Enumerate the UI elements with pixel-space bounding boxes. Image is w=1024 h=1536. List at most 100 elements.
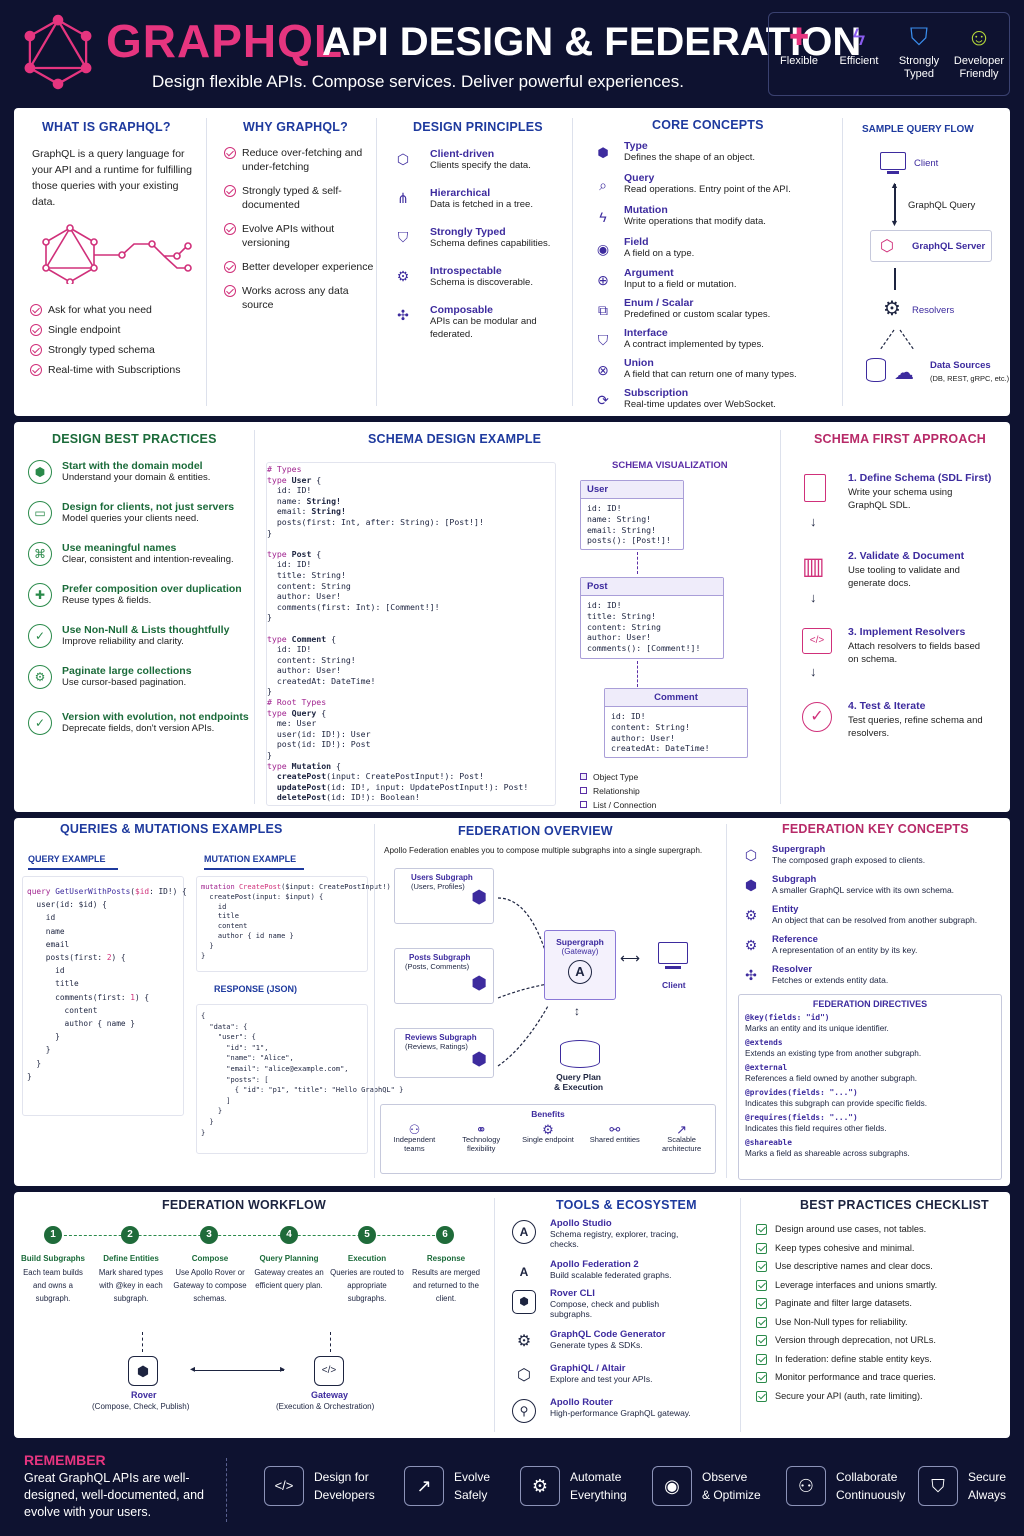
- fo-title: FEDERATION OVERVIEW: [458, 824, 613, 838]
- row-federation-panel: QUERIES & MUTATIONS EXAMPLES QUERY EXAMP…: [14, 818, 1010, 1186]
- directive-item: @key(fields: "id")Marks an entity and it…: [745, 1013, 889, 1033]
- what-body: GraphQL is a query language for your API…: [32, 148, 192, 208]
- relationship-line: [637, 552, 638, 574]
- puzzle-icon: ✚: [788, 24, 810, 51]
- shield-check-icon: ✓: [28, 711, 52, 735]
- directive-item: @provides(fields: "...")Indicates this s…: [745, 1088, 928, 1108]
- fw-line: [54, 1235, 450, 1236]
- list-item: Strongly typed schema: [30, 340, 180, 360]
- domain-icon: ⬢: [28, 460, 52, 484]
- divider: [374, 824, 375, 1178]
- cursor-icon: ⬡: [396, 150, 410, 167]
- checkbox-icon: [756, 1261, 767, 1273]
- legend-list: List / Connection: [580, 798, 656, 812]
- bpc-title: BEST PRACTICES CHECKLIST: [800, 1198, 989, 1212]
- directives-box: FEDERATION DIRECTIVES @key(fields: "id")…: [738, 994, 1002, 1180]
- arrow-icon: [894, 184, 896, 222]
- divider: [254, 430, 255, 804]
- why-title: WHY GRAPHQL?: [243, 120, 348, 134]
- title-main: API DESIGN & FEDERATION: [322, 20, 862, 64]
- down-arrow-icon: ↕: [574, 1004, 580, 1018]
- gateway-sub: (Execution & Orchestration): [276, 1402, 375, 1411]
- checkbox-icon: [756, 1298, 767, 1310]
- subscription-icon: ⟳: [597, 391, 609, 408]
- pagination-icon: ⚙: [28, 665, 52, 689]
- divider: [494, 1198, 495, 1432]
- schema-legend: Object Type Relationship List / Connecti…: [580, 770, 656, 812]
- benefit-item: ⚙Single endpoint: [518, 1122, 578, 1154]
- users-subgraph-box: Users Subgraph(Users, Profiles)⬢: [394, 868, 494, 924]
- step-badge: 2: [121, 1226, 139, 1244]
- scale-icon: ↗: [676, 1122, 688, 1137]
- step-badge: 5: [358, 1226, 376, 1244]
- list-item: Real-time with Subscriptions: [30, 360, 180, 380]
- database-icon: [866, 358, 886, 382]
- bpc-list: Design around use cases, not tables. Kee…: [756, 1220, 937, 1405]
- gear-icon: ⚙: [396, 267, 410, 284]
- list-item: Better developer experience: [224, 260, 374, 274]
- enum-icon: ⧉: [598, 301, 608, 318]
- flow-title: SAMPLE QUERY FLOW: [862, 124, 974, 135]
- response-tab: RESPONSE (JSON): [214, 984, 298, 994]
- gateway-label: Gateway: [311, 1390, 349, 1400]
- chart-up-icon: ↗: [404, 1466, 444, 1506]
- remember-title: REMEMBER: [24, 1452, 106, 1468]
- step-badge: 6: [436, 1226, 454, 1244]
- checklist-item: Design around use cases, not tables.: [756, 1220, 937, 1239]
- down-arrow-icon: ↓: [810, 590, 817, 605]
- arrow-icon: [330, 1332, 331, 1352]
- list-item: ↓1. Define Schema (SDL First)Write your …: [800, 472, 1000, 550]
- list-item: Ask for what you need: [30, 300, 180, 320]
- checklist-item: Version through deprecation, not URLs.: [756, 1331, 937, 1350]
- codegen-icon: ⚙: [516, 1333, 532, 1350]
- endpoint-icon: ⚙: [542, 1122, 554, 1137]
- arrowhead-icon: ▸: [280, 1364, 286, 1375]
- relationship-line: [637, 661, 638, 687]
- monitor-icon: [658, 942, 688, 964]
- check-icon: [30, 324, 42, 337]
- tech-icon: ⚭: [475, 1122, 487, 1137]
- flow-client: Client: [914, 158, 939, 169]
- flow-resolvers: Resolvers: [912, 305, 955, 316]
- divider: [726, 824, 727, 1178]
- rover-sub: (Compose, Check, Publish): [92, 1402, 190, 1411]
- graphql-network-icon: [42, 224, 192, 284]
- divider: [376, 118, 377, 406]
- check-icon: [224, 223, 236, 235]
- fo-intro: Apollo Federation enables you to compose…: [384, 846, 703, 855]
- entities-icon: ⚯: [609, 1122, 621, 1137]
- mutation-tab: MUTATION EXAMPLE: [204, 854, 304, 870]
- list-item: Strongly typed & self-documented: [224, 184, 374, 212]
- flow-sources-sub: (DB, REST, gRPC, etc.): [930, 374, 1010, 383]
- monitor-icon: [880, 152, 906, 170]
- divider: [206, 118, 207, 406]
- qm-title: QUERIES & MUTATIONS EXAMPLES: [60, 822, 283, 836]
- lightning-icon: ϟ: [852, 24, 866, 51]
